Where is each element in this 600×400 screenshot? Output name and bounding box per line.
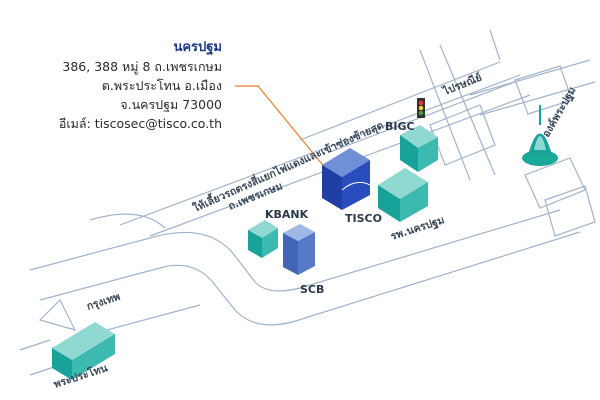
right-road-edge-2	[479, 81, 596, 116]
address-block: นครปฐม 386, 388 หมู่ 8 ถ.เพชรเกษม ต.พระป…	[59, 38, 222, 133]
side-road-edge-1	[299, 61, 501, 141]
address-line-3: จ.นครปฐม 73000	[120, 97, 222, 112]
traffic-light-icon	[417, 98, 425, 118]
address-line-2: ต.พระประโทน อ.เมือง	[101, 78, 222, 93]
praprathon-building	[52, 322, 115, 380]
block-2	[524, 157, 586, 209]
main-road-upper-edge	[29, 209, 561, 292]
landmark-label-kbank: KBANK	[265, 208, 309, 221]
landmark-label-tisco: TISCO	[345, 212, 382, 225]
callout-line	[235, 85, 341, 187]
kbank-building	[248, 220, 278, 258]
bottom-left-road-edge	[19, 339, 51, 351]
right-road-edge-1	[469, 59, 591, 96]
top-road-stub	[489, 29, 501, 61]
block-5	[38, 298, 77, 331]
block-1	[429, 104, 496, 166]
landmark-label-bigc: BIGC	[385, 120, 415, 133]
scb-building	[283, 224, 315, 275]
main-road-lower-edge	[39, 231, 581, 326]
branch-name: นครปฐม	[173, 40, 222, 55]
block-3	[544, 185, 596, 237]
block-4	[514, 65, 573, 115]
city-blocks	[38, 65, 596, 331]
email-line[interactable]: อีเมล์: tiscosec@tisco.co.th	[58, 116, 222, 131]
upper-road-edge-1	[119, 74, 521, 226]
landmark-label-scb: SCB	[300, 283, 324, 296]
road-label-post: ไปรษณีย์	[440, 71, 483, 99]
tisco-building[interactable]	[322, 148, 371, 210]
pagoda-icon	[522, 105, 558, 166]
hospital-building	[378, 168, 428, 222]
bigc-building	[400, 125, 438, 172]
curve-edge-1	[89, 213, 166, 229]
address-line-1: 386, 388 หมู่ 8 ถ.เพชรเกษม	[62, 59, 222, 74]
road-label-bangkok: กรุงเทพ	[85, 291, 122, 314]
